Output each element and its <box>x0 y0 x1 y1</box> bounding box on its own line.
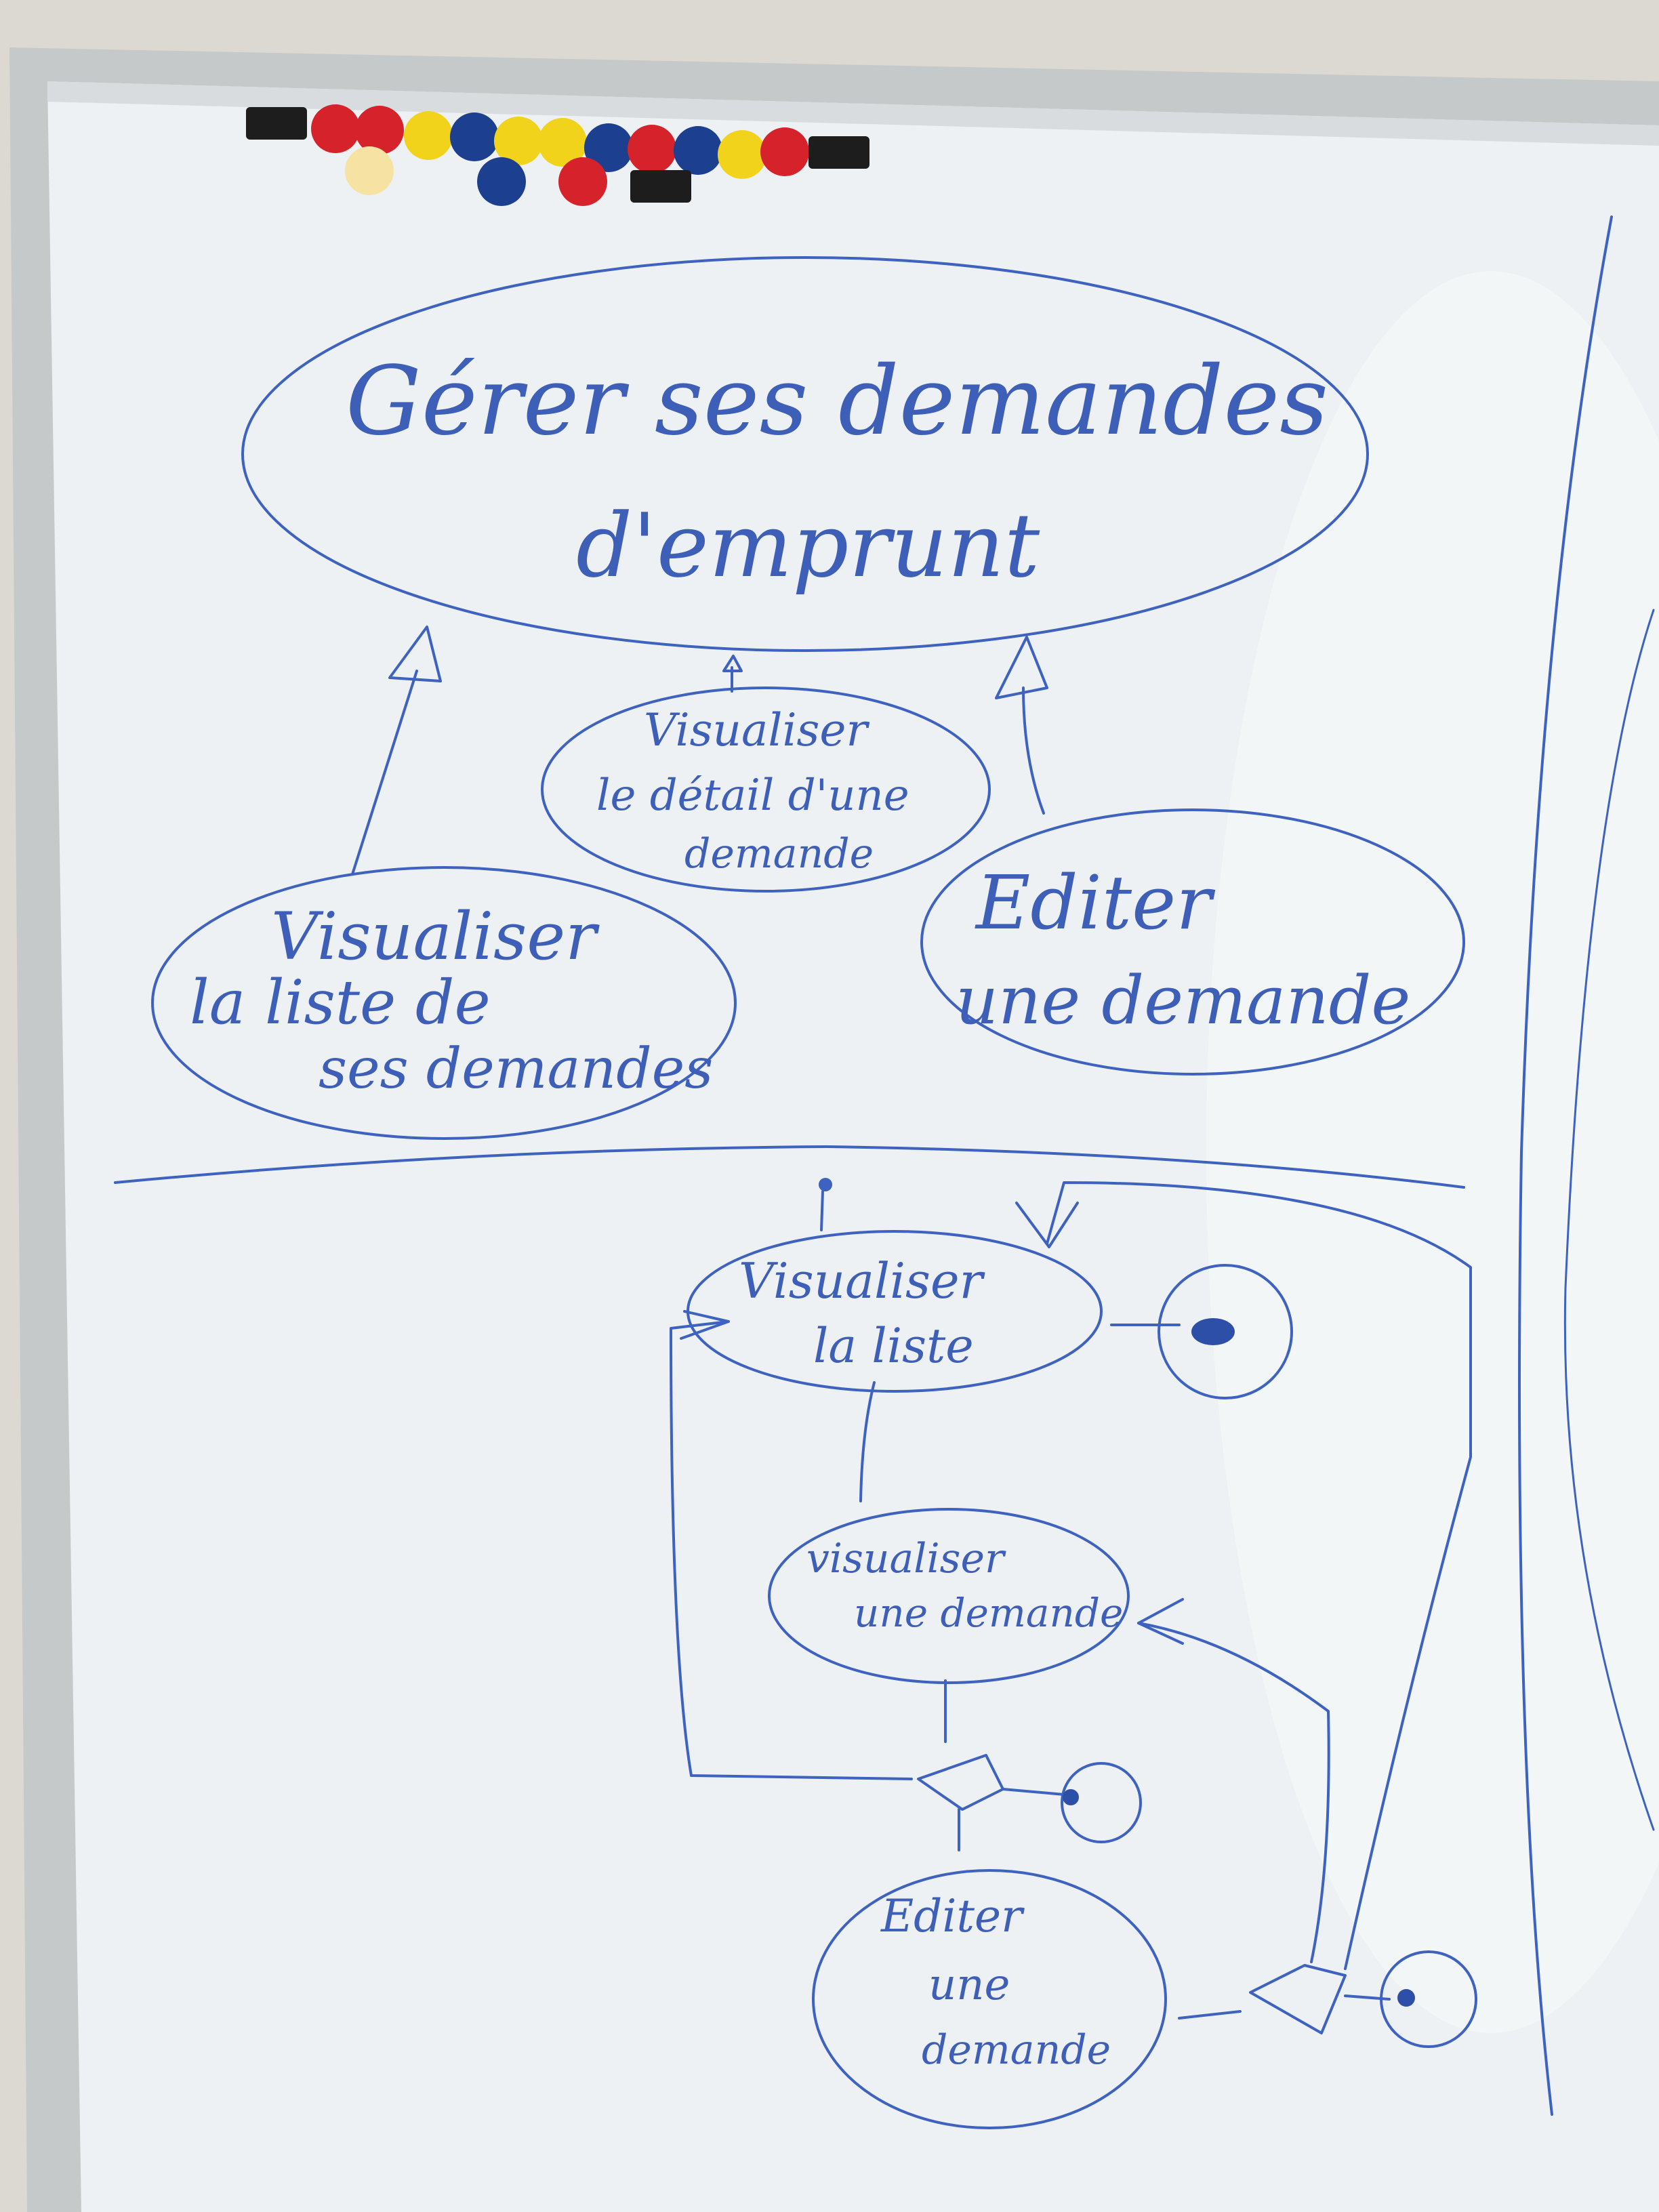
state-detail-line1: visualiser <box>806 1535 1006 1582</box>
state-list-line1: Visualiser <box>739 1252 985 1309</box>
magnet-yellow <box>718 130 766 179</box>
magnet-blue <box>674 126 722 175</box>
magnet-yellow <box>404 111 453 160</box>
use-case-list-line2: la liste de <box>190 967 491 1038</box>
generalization-arrowhead-edit <box>995 636 1048 699</box>
final-node-3-outer <box>1380 1950 1477 2048</box>
state-list-line2: la liste <box>813 1318 974 1374</box>
main-use-case-line1: Gérer ses demandes <box>346 346 1328 457</box>
state-detail-line2: une demande <box>854 1590 1123 1636</box>
generalization-arrowhead-detail <box>722 655 743 672</box>
back-arrowhead-list <box>1015 1202 1079 1248</box>
decision-node-2 <box>1249 1964 1347 2034</box>
use-case-detail-line1: Visualiser <box>644 704 869 756</box>
frame-top-rail <box>47 81 1659 146</box>
use-case-detail-line2: le détail d'une <box>596 771 909 821</box>
main-use-case-ellipse <box>241 256 1369 652</box>
initial-transition <box>820 1190 824 1231</box>
magnet-row <box>246 104 869 206</box>
use-case-detail-ellipse <box>541 687 991 893</box>
magnet-black <box>808 136 869 169</box>
edit-to-decision-transition <box>1178 2010 1242 2020</box>
magnet-cream <box>345 146 394 195</box>
magnet-red <box>760 127 809 176</box>
final-node-3-inner <box>1397 1989 1415 2007</box>
state-edit-line1: Editer <box>880 1890 1025 1942</box>
activity-diagram: Visualiser la liste visualiser une deman… <box>670 1178 1477 2129</box>
decision-to-final-transition <box>1002 1788 1065 1796</box>
initial-node <box>819 1178 832 1191</box>
decision-to-detail-transition <box>1137 1622 1330 1963</box>
magnet-red <box>355 106 404 155</box>
magnet-blue <box>477 157 526 206</box>
magnet-blue <box>450 112 499 161</box>
magnet-blue <box>584 123 633 172</box>
use-case-diagram: Gérer ses demandes d'emprunt Visualiser … <box>151 256 1465 1140</box>
use-case-list-line3: ses demandes <box>319 1037 713 1101</box>
state-detail-ellipse <box>768 1508 1130 1684</box>
main-use-case-line2: d'emprunt <box>576 494 1040 597</box>
vertical-separator <box>1518 216 1613 2116</box>
decision-to-list-loop <box>670 1320 913 1780</box>
state-edit-line3: demande <box>922 2026 1111 2074</box>
final-node-2-inner <box>1063 1789 1079 1805</box>
use-case-edit-ellipse <box>920 808 1465 1076</box>
magnet-yellow <box>538 118 587 167</box>
state-edit-line2: une <box>928 1960 1010 2010</box>
back-arrowhead-detail <box>1137 1598 1184 1645</box>
use-case-detail-line3: demande <box>684 830 874 878</box>
magnet-black <box>246 107 307 140</box>
loop-arrowhead-list <box>680 1310 730 1340</box>
final-node-1-outer <box>1158 1264 1293 1399</box>
decision-to-list-transition <box>1046 1181 1472 1970</box>
final-node-1-inner <box>1191 1318 1235 1345</box>
magnet-black <box>630 170 691 203</box>
horizontal-separator <box>114 1145 1465 1189</box>
use-case-list-ellipse <box>151 866 737 1140</box>
use-case-list-line1: Visualiser <box>271 899 600 975</box>
generalization-arrowhead-list <box>388 626 442 682</box>
generalization-line-edit <box>1022 687 1045 815</box>
cut-off-shape <box>1563 609 1655 1831</box>
magnet-red <box>311 104 360 153</box>
use-case-edit-line2: une demande <box>956 962 1410 1040</box>
use-case-edit-line1: Editer <box>975 859 1216 946</box>
magnet-red <box>628 125 676 173</box>
magnet-yellow <box>494 117 543 165</box>
magnet-red <box>558 157 607 206</box>
final-node-2-outer <box>1061 1762 1142 1843</box>
list-to-detail-transition <box>859 1381 876 1502</box>
state-edit-ellipse <box>812 1869 1167 2129</box>
generalization-line-list <box>351 670 418 876</box>
